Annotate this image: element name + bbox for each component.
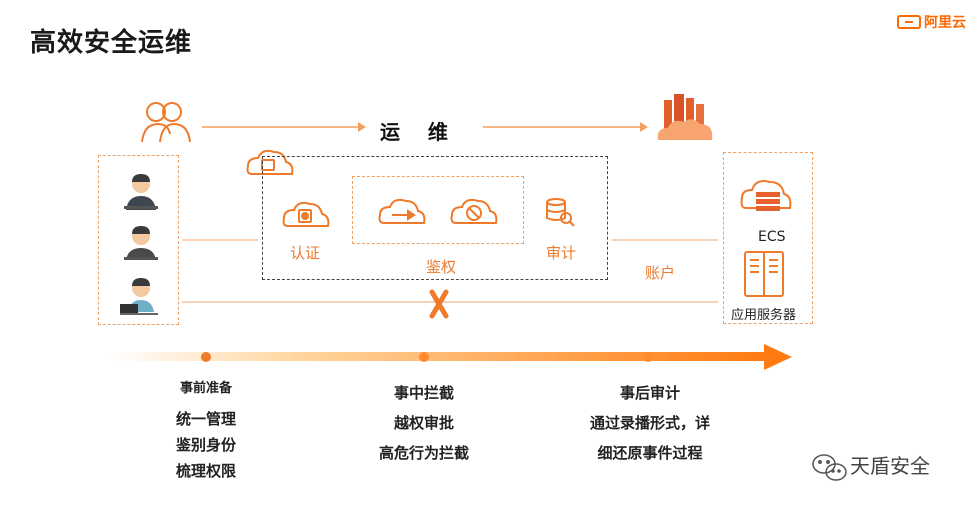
ecs-icon [740,180,792,211]
authz-box [352,176,524,244]
stage-post-title: 事后审计 [619,384,680,402]
gateway-box [262,156,608,280]
operator-avatar-1 [124,174,158,210]
timeline-dot-pre [201,352,211,362]
stage-pre-title: 事前准备 [179,381,232,396]
users-icon [141,102,191,143]
authz-deny-icon [450,198,498,224]
wechat-icon [812,454,847,481]
stage-post-item: 细还原事件过程 [597,444,703,462]
stage-pre-item: 鉴别身份 [175,436,236,454]
operators-box [98,155,179,325]
auth-icon [282,201,330,227]
timeline-dot-mid [419,352,429,362]
aliyun-logo-text: 阿里云 [924,15,966,31]
authz-label: 鉴权 [426,258,457,276]
stage-mid-item: 高危行为拦截 [378,444,469,462]
operator-avatar-2 [124,226,158,260]
center-ops-label: 运 维 [380,120,448,144]
app-server-label: 应用服务器 [731,308,797,323]
timeline-arrow [110,344,792,370]
app-server-icon [744,251,784,297]
audit-label: 审计 [546,244,577,262]
blocked-x-icon [429,289,449,319]
ecs-label: ECS [758,229,786,245]
stage-mid-item: 越权审批 [393,414,454,432]
stage-post-item: 通过录播形式，详 [589,414,710,432]
auth-label: 认证 [290,244,321,262]
aliyun-logo-icon [897,15,921,29]
server-cloud-icon [657,94,713,140]
audit-database-icon [546,198,575,227]
watermark-text: 天盾安全 [850,454,930,478]
authz-pass-icon [378,198,426,224]
flow-arrow-right [483,122,648,132]
stage-pre-item: 统一管理 [175,410,236,428]
operator-avatar-3 [120,278,158,315]
flow-arrow-left [202,122,366,132]
stage-mid-title: 事中拦截 [393,384,454,402]
servers-box [723,152,813,324]
timeline-dot-post [643,352,653,362]
page-title: 高效安全运维 [30,28,193,58]
stage-pre-item: 梳理权限 [175,462,236,480]
aliyun-logo: 阿里云 [897,12,966,32]
account-label: 账户 [645,264,676,282]
